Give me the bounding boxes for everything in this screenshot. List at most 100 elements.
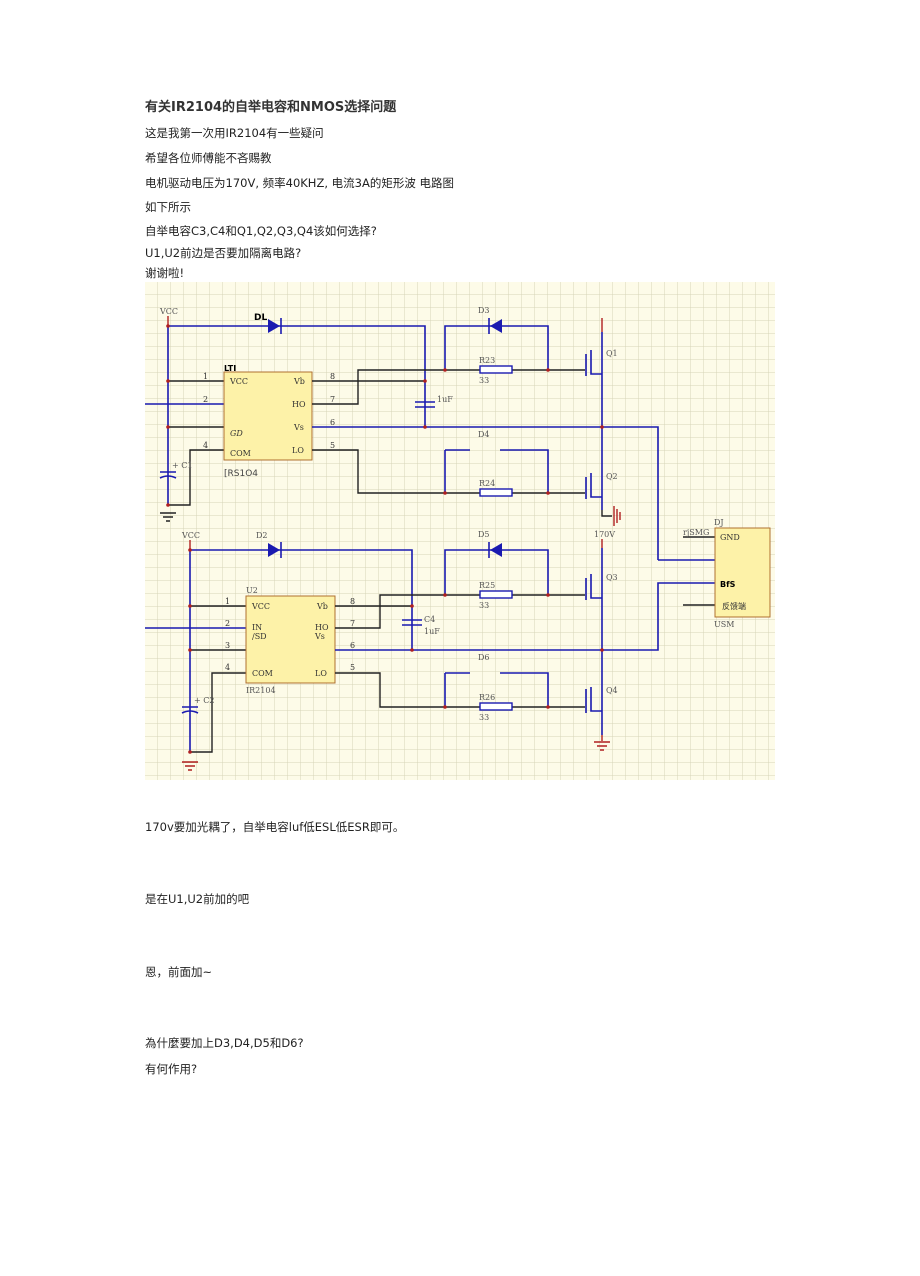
svg-text:D4: D4	[478, 430, 490, 439]
connector-dj	[714, 527, 771, 618]
svg-text:IN: IN	[252, 623, 262, 632]
reply-text: 恩，前面加~	[145, 965, 213, 979]
resistor-r23-icon	[479, 365, 513, 374]
svg-text:COM: COM	[252, 669, 273, 678]
svg-text:7: 7	[350, 619, 355, 628]
reply-text: 有何作用?	[145, 1062, 198, 1076]
svg-text:LO: LO	[292, 446, 304, 455]
nmos-icon	[585, 574, 602, 713]
svg-text:6: 6	[350, 641, 355, 650]
svg-text:33: 33	[479, 713, 489, 722]
ground-icon	[182, 761, 198, 771]
svg-text:VCC: VCC	[159, 307, 178, 316]
diode-d2-icon	[268, 543, 280, 557]
question-line: 如下所示	[145, 200, 191, 214]
diode-d5-icon	[490, 543, 502, 557]
svg-text:1uF: 1uF	[437, 395, 453, 404]
svg-text:rjSMG: rjSMG	[683, 528, 709, 537]
svg-text:7: 7	[330, 395, 335, 404]
svg-text:2: 2	[203, 395, 208, 404]
svg-text:USM: USM	[714, 620, 734, 629]
svg-text:R23: R23	[479, 356, 495, 365]
svg-text:2: 2	[225, 619, 230, 628]
svg-text:D5: D5	[478, 530, 490, 539]
svg-text:1: 1	[203, 372, 208, 381]
svg-text:/SD: /SD	[252, 632, 267, 641]
svg-text:Vb: Vb	[316, 602, 328, 611]
svg-text:8: 8	[330, 372, 335, 381]
svg-text:GND: GND	[720, 533, 740, 542]
svg-text:4: 4	[225, 663, 230, 672]
svg-text:Q1: Q1	[606, 349, 618, 358]
svg-text:GD: GD	[230, 429, 243, 438]
question-line: 谢谢啦!	[145, 266, 185, 280]
svg-text:LO: LO	[315, 669, 327, 678]
svg-text:D3: D3	[478, 306, 490, 315]
svg-text:6: 6	[330, 418, 335, 427]
u1-ic	[223, 371, 313, 461]
svg-text:D2: D2	[256, 531, 268, 540]
svg-text:C4: C4	[424, 615, 435, 624]
svg-text:LTI: LTI	[224, 364, 236, 373]
nmos-icon	[585, 350, 602, 499]
svg-text:HO: HO	[292, 400, 306, 409]
svg-text:COM: COM	[230, 449, 251, 458]
svg-text:Q2: Q2	[606, 472, 618, 481]
svg-text:R25: R25	[479, 581, 495, 590]
svg-text:33: 33	[479, 376, 489, 385]
capacitor-c2-icon	[181, 706, 199, 714]
svg-text:反馈端: 反馈端	[722, 601, 746, 611]
svg-text:Q4: Q4	[606, 686, 618, 695]
reply-text: 是在U1,U2前加的吧	[145, 892, 250, 906]
svg-text:5: 5	[330, 441, 335, 450]
post-title: 有关IR2104的自举电容和NMOS选择问题	[145, 100, 397, 115]
svg-text:33: 33	[479, 601, 489, 610]
u1-section: VCC DL + C1 LTI [RS1O4 VCC GD COM Vb HO …	[145, 306, 659, 560]
svg-text:VCC: VCC	[229, 377, 248, 386]
ground-icon	[160, 512, 176, 522]
svg-text:IR2104: IR2104	[246, 686, 276, 695]
u2-section: VCC D2 + C2 U2 IR2104 VCC IN /SD COM Vb …	[145, 518, 771, 771]
question-line: 这是我第一次用IR2104有一些疑问	[145, 126, 324, 140]
svg-text:4: 4	[203, 441, 208, 450]
svg-text:R24: R24	[479, 479, 495, 488]
svg-text:Q3: Q3	[606, 573, 618, 582]
reply-text: 為什麼要加上D3,D4,D5和D6?	[145, 1036, 304, 1050]
svg-text:Vs: Vs	[293, 423, 304, 432]
resistor-r25-icon	[479, 590, 513, 599]
junctions	[166, 324, 604, 754]
question-line: 电机驱动电压为170V, 频率40KHZ, 电流3A的矩形波 电路图	[145, 176, 454, 190]
svg-text:U2: U2	[246, 586, 258, 595]
question-line: 自举电容C3,C4和Q1,Q2,Q3,Q4该如何选择?	[145, 224, 377, 238]
u2-ic	[245, 595, 336, 684]
svg-text:HO: HO	[315, 623, 329, 632]
svg-text:+ C2: + C2	[194, 696, 214, 705]
ground-icon	[594, 735, 610, 751]
resistor-r24-icon	[479, 488, 513, 497]
svg-text:Vs: Vs	[314, 632, 325, 641]
svg-text:D6: D6	[478, 653, 490, 662]
resistor-r26-icon	[479, 702, 513, 711]
svg-text:[RS1O4: [RS1O4	[224, 469, 258, 479]
capacitor-c1-icon	[159, 471, 177, 479]
svg-text:BfS: BfS	[720, 580, 736, 589]
svg-text:VCC: VCC	[251, 602, 270, 611]
svg-text:+ C1: + C1	[172, 461, 192, 470]
svg-text:Vb: Vb	[293, 377, 305, 386]
ground-icon	[613, 506, 621, 526]
capacitor-c4-icon	[402, 619, 422, 626]
svg-text:5: 5	[350, 663, 355, 672]
svg-text:VCC: VCC	[181, 531, 200, 540]
svg-text:DL: DL	[254, 313, 267, 323]
capacitor-c3-icon	[415, 401, 435, 408]
diode-d3-icon	[490, 319, 502, 333]
svg-text:170V: 170V	[594, 530, 615, 539]
svg-text:1: 1	[225, 597, 230, 606]
svg-text:1uF: 1uF	[424, 627, 440, 636]
question-line: 希望各位师傅能不吝赐教	[145, 151, 272, 165]
svg-text:R26: R26	[479, 693, 495, 702]
svg-text:3: 3	[225, 641, 230, 650]
reply-text: 170v要加光耦了，自举电容luf低ESL低ESR即可。	[145, 820, 405, 834]
circuit-schematic: VCC DL + C1 LTI [RS1O4 VCC GD COM Vb HO …	[145, 282, 775, 780]
